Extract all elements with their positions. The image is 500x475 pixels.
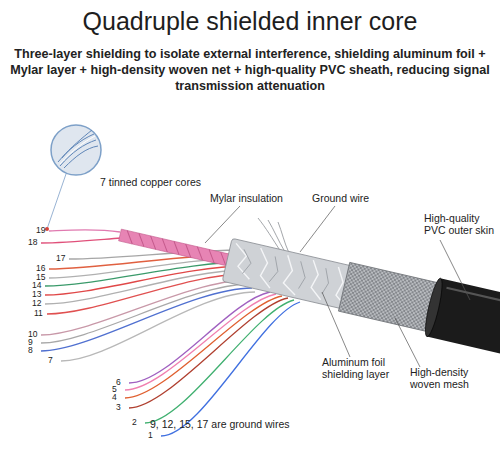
part-label: Mylar insulation (210, 192, 310, 204)
callout-number: 8 (28, 346, 42, 356)
wire (45, 262, 245, 286)
core-magnifier (45, 125, 101, 231)
callout-number: 4 (112, 393, 126, 403)
callout-number: 11 (34, 309, 48, 319)
callout-number: 3 (116, 403, 130, 413)
mylar-twist (124, 231, 240, 269)
part-label: High-quality PVC outer skin (424, 212, 500, 236)
callout-number: 1 (148, 431, 162, 441)
callout-number: 19 (36, 226, 50, 236)
leader-line (395, 318, 420, 367)
callout-label: 7 tinned copper cores (100, 176, 230, 188)
title-text: Quadruple shielded inner core (0, 6, 500, 36)
callout-number: 17 (56, 254, 70, 264)
part-label: Ground wire (312, 192, 392, 204)
wire (61, 292, 255, 361)
leader-line (322, 292, 350, 357)
magnifier-circle (51, 125, 101, 175)
callout-number: 18 (28, 238, 42, 248)
callout-number: 7 (48, 356, 62, 366)
wire (129, 298, 288, 408)
subtitle-text: Three-layer shielding to isolate externa… (5, 46, 495, 94)
part-label: High-density woven mesh (410, 366, 482, 390)
wire (45, 266, 245, 295)
note-text: 9, 12, 15, 17 are ground wires (150, 418, 370, 430)
wire (49, 230, 120, 232)
leader-line (205, 206, 240, 243)
leader-line (300, 206, 335, 252)
wire (161, 302, 300, 436)
leader-line (47, 174, 66, 229)
wire (129, 292, 270, 383)
wire (125, 294, 276, 390)
callout-number: 12 (32, 299, 46, 309)
cable-body (113, 206, 500, 359)
wire (145, 300, 294, 423)
leader-line (440, 240, 470, 300)
copper-strands (58, 130, 98, 168)
copper-strands (60, 136, 95, 164)
callout-number: 2 (132, 418, 146, 428)
foil-crinkle (228, 242, 354, 306)
foil-crinkle (238, 248, 332, 295)
jacket-highlight (446, 288, 500, 306)
jacket-cut-end (422, 277, 445, 338)
ground-strand (278, 222, 289, 253)
mylar-pair (119, 229, 243, 269)
wire-tip (45, 227, 49, 231)
wire (45, 270, 245, 304)
wire (41, 238, 121, 243)
callout-number: 6 (116, 378, 130, 388)
part-label: Aluminum foil shielding layer (322, 356, 404, 380)
